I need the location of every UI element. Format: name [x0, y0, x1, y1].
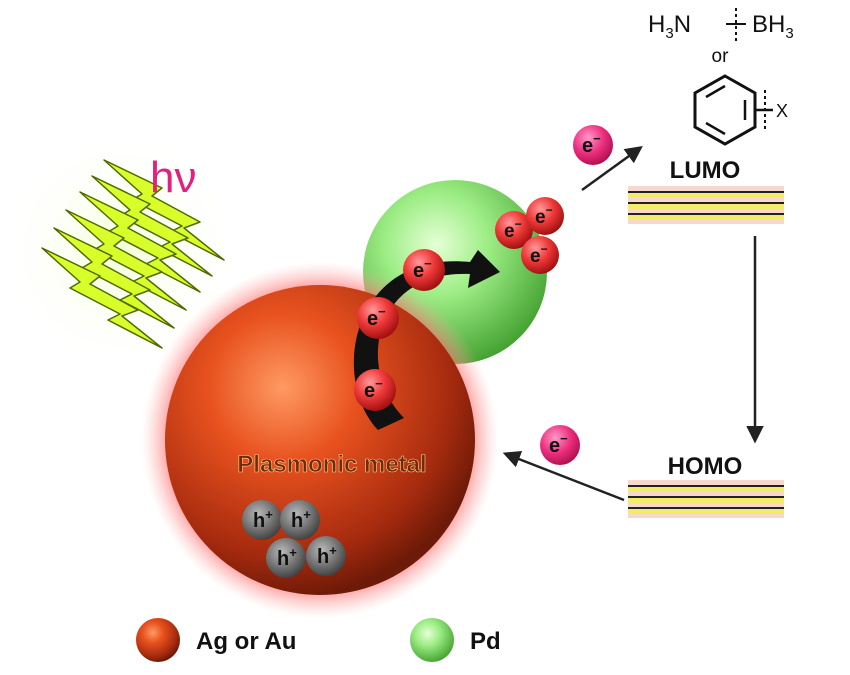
electrons-on-pd: e− e− e− [495, 197, 564, 274]
hole-label: h+ [253, 507, 273, 532]
svg-text:H3N: H3N [648, 11, 691, 42]
svg-text:e−: e− [364, 376, 383, 402]
holes-cluster: h+ h+ h+ h+ [242, 500, 346, 578]
legend-ag-au-label: Ag or Au [196, 628, 296, 655]
photon-label: hν [150, 153, 196, 202]
electrons-transfer: e− e− e− [354, 249, 445, 411]
lumo-band [628, 186, 784, 224]
svg-text:e−: e− [504, 217, 522, 242]
svg-text:BH3: BH3 [752, 11, 794, 42]
lumo-label: LUMO [670, 157, 741, 184]
hole [280, 500, 320, 540]
homo-label: HOMO [668, 453, 743, 480]
legend-ag-au-swatch [136, 618, 180, 662]
electron: e− [495, 211, 533, 249]
ammonia-borane-formula: H3N BH3 [648, 8, 794, 44]
or-label: or [712, 46, 730, 67]
svg-text:e−: e− [530, 242, 548, 267]
legend-pd-swatch [410, 618, 454, 662]
hole [242, 500, 282, 540]
hole-label: h+ [317, 543, 337, 568]
electron-from-homo: e− [540, 425, 580, 465]
homo-band [628, 480, 784, 518]
electron: e− [521, 236, 559, 274]
svg-text:e−: e− [535, 203, 553, 228]
electron: e− [526, 197, 564, 235]
electron: e− [403, 249, 445, 291]
svg-text:e−: e− [367, 304, 386, 330]
electron: e− [357, 297, 399, 339]
legend: Ag or Au Pd [136, 618, 501, 662]
electron-transfer-arrow [353, 250, 500, 430]
homo-to-metal-arrow [502, 450, 625, 502]
hole-label: h+ [277, 545, 297, 570]
plasmonic-metal-label: Plasmonic metal [237, 451, 426, 478]
hole [266, 538, 306, 578]
hole [306, 536, 346, 576]
substituent-label: X [776, 101, 788, 121]
hole-label: h+ [291, 507, 311, 532]
svg-text:e−: e− [413, 256, 432, 282]
electron: e− [354, 369, 396, 411]
electron-to-lumo: e− [573, 125, 613, 165]
legend-pd-label: Pd [470, 628, 501, 655]
svg-text:e−: e− [549, 431, 568, 457]
svg-text:e−: e− [582, 131, 601, 157]
arrow-to-lumo [581, 145, 643, 192]
aryl-halide-structure: X [693, 74, 788, 146]
